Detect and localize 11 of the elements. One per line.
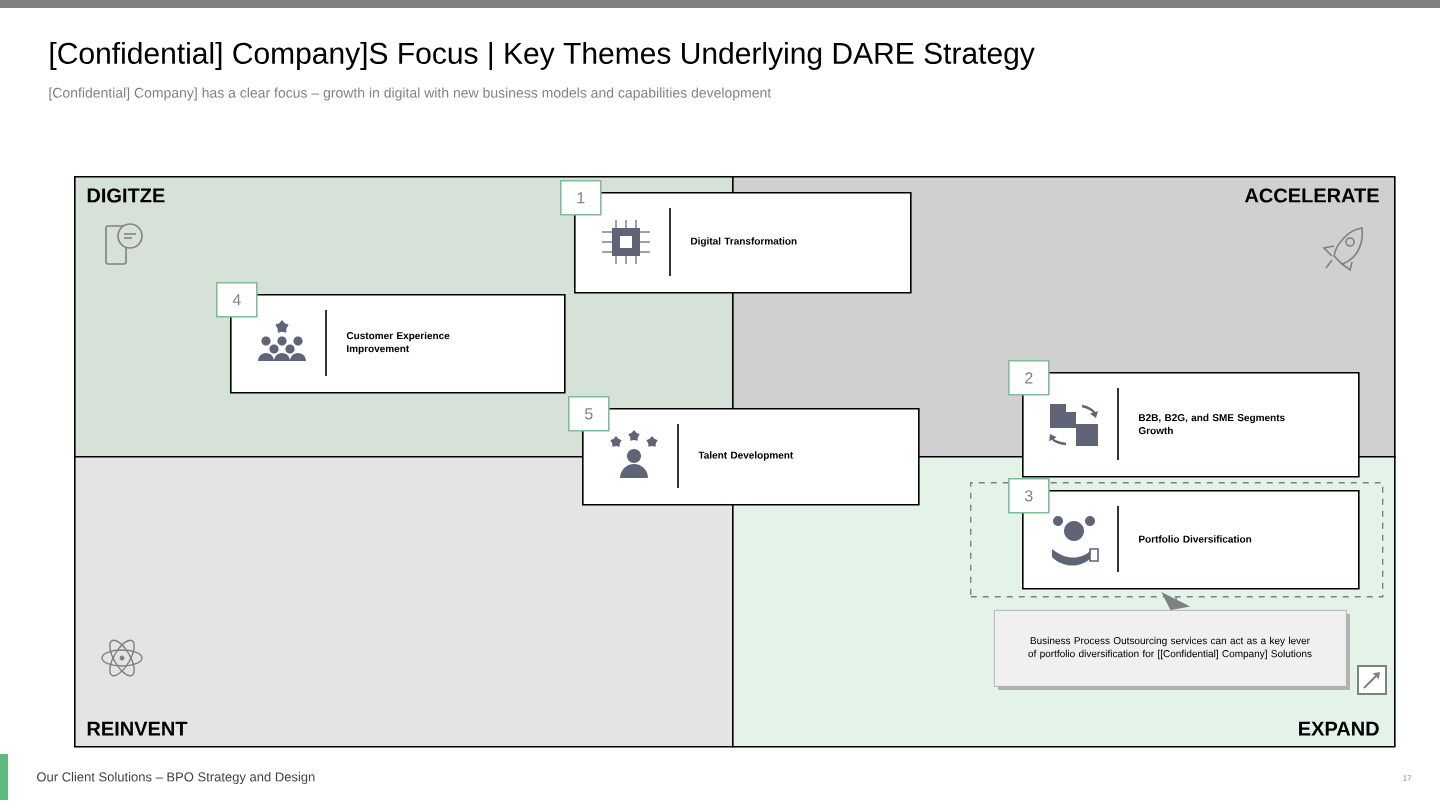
slide-title: [Confidential] Company]S Focus | Key Themes Underlying DARE Strategy bbox=[50, 41, 1035, 71]
number-badge: 2 bbox=[1008, 360, 1050, 396]
number-badge: 4 bbox=[216, 282, 258, 318]
quadrant-heading: ACCELERATE bbox=[1244, 188, 1379, 203]
dashed-group-box bbox=[970, 482, 1384, 598]
quadrant-heading: REINVENT bbox=[87, 721, 188, 736]
number-badge: 5 bbox=[568, 396, 610, 432]
number-badge: 3 bbox=[1008, 478, 1050, 514]
number-badge: 1 bbox=[560, 180, 602, 216]
quadrant-heading: EXPAND bbox=[1299, 721, 1379, 736]
quadrant-heading: DIGITZE bbox=[87, 188, 165, 203]
